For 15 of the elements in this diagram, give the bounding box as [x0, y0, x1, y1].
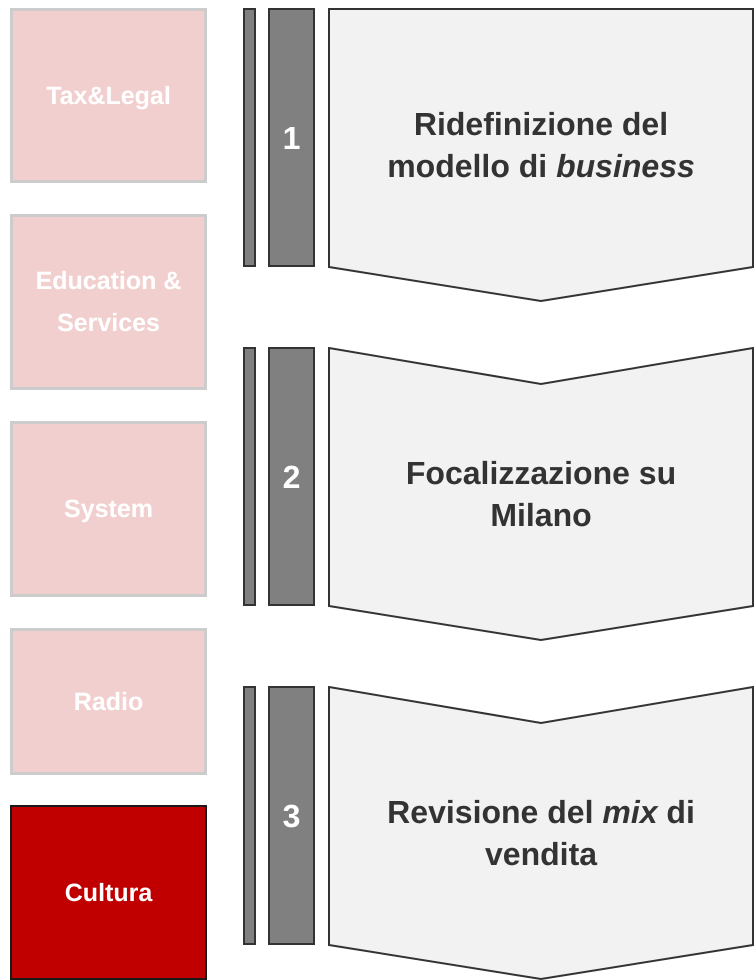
step-number-bar [268, 8, 315, 267]
step-title: Ridefinizione del modello di business [386, 105, 696, 186]
division-box [10, 805, 207, 980]
step-number: 2 [282, 458, 300, 496]
step-number: 1 [282, 118, 300, 158]
division-box [10, 628, 207, 775]
division-label: Cultura [64, 878, 154, 908]
step-title: Focalizzazione su Milano [404, 454, 678, 535]
division-box [10, 421, 207, 597]
division-box [10, 214, 207, 390]
step-number: 3 [282, 796, 300, 836]
step-title: Revisione del mix di vendita [386, 793, 696, 874]
step-number-bar [268, 347, 315, 606]
division-box [10, 8, 207, 183]
step-number-bar [268, 686, 315, 945]
